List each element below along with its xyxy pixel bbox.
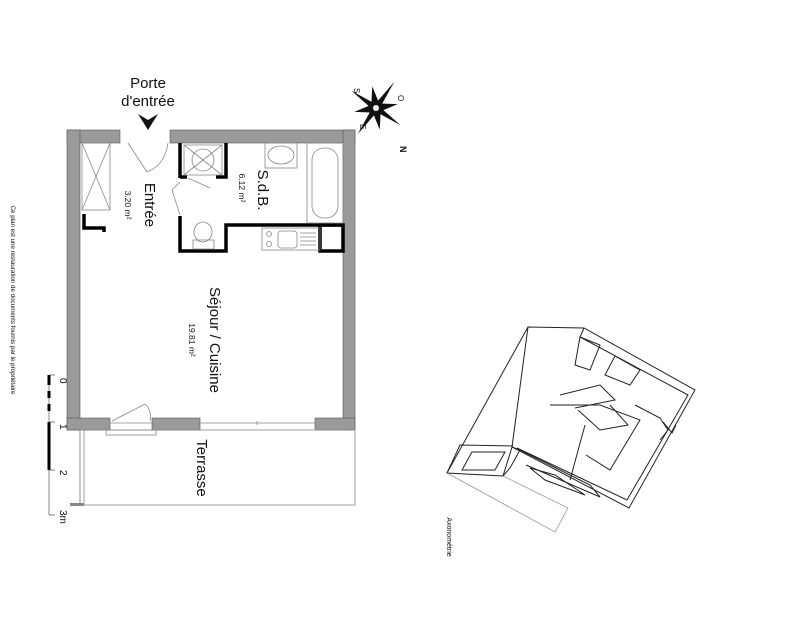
room-area-sejour: 19.81 m²: [187, 323, 197, 357]
compass-e: E: [358, 124, 367, 129]
compass-o: O: [396, 95, 405, 101]
entry-closet: [81, 142, 111, 232]
bathtub: [306, 142, 344, 224]
scale-tick-3: 3m: [57, 510, 68, 524]
entrance-label-line1: Porte: [130, 75, 166, 92]
shower: [171, 144, 223, 216]
compass-rose-icon: S O E N: [351, 81, 408, 153]
compass-n: N: [398, 146, 408, 153]
side-note: Ce plan est une restauration de document…: [9, 206, 16, 395]
washbasin: [264, 142, 298, 169]
kitchenette: [261, 227, 321, 251]
scale-bar: 0 1 2 3m: [47, 374, 68, 524]
room-name-terrasse: Terrasse: [193, 439, 210, 497]
room-name-sdb: S.d.B.: [254, 170, 271, 211]
scale-tick-2: 2: [57, 470, 68, 476]
entrance-door: [127, 142, 169, 173]
axonometry-label: Axonométrie: [445, 517, 452, 556]
bathroom-partitions: [178, 143, 345, 253]
exterior-walls: [66, 129, 356, 431]
scale-tick-1: 1: [57, 424, 68, 430]
compass-s: S: [352, 88, 361, 93]
toilet: [192, 221, 215, 250]
room-area-entree: 3.20 m²: [123, 191, 133, 220]
room-area-sdb: 6.12 m²: [237, 174, 247, 203]
room-name-entree: Entrée: [141, 183, 158, 227]
entrance-label-line2: d'entrée: [121, 93, 175, 110]
scale-tick-0: 0: [57, 378, 68, 384]
room-name-sejour: Séjour / Cuisine: [206, 287, 223, 393]
entrance-arrow-icon: [138, 114, 158, 130]
axonometric-view: [446, 326, 696, 533]
terrace: [70, 429, 356, 506]
